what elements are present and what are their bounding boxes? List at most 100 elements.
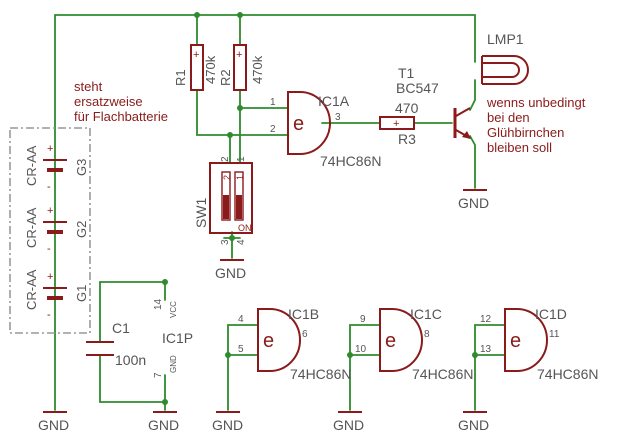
r1-value: 470k — [203, 55, 218, 84]
vcc-pin-number: 14 — [153, 298, 164, 310]
pin-label: 5 — [238, 344, 244, 355]
gate-symbol: e — [385, 330, 396, 352]
gnd-pin-number: 7 — [153, 372, 164, 378]
gate-type: 74HC86N — [412, 366, 473, 382]
resistor-r3: + 470 R3 — [379, 100, 419, 147]
r3-value: 470 — [395, 100, 419, 116]
battery-cell-g3: + - CR-AA G3 — [24, 143, 89, 193]
resistor-r2: + R2 470k — [218, 44, 265, 91]
battery-outline — [9, 127, 91, 334]
battery-note-line-1: steht — [74, 79, 103, 94]
lamp-note-line-1: wenns unbedingt — [486, 95, 586, 110]
capacitor-name: C1 — [112, 320, 130, 336]
junction-dot — [194, 12, 200, 18]
minus-sign: - — [47, 181, 51, 193]
junction-dot — [237, 105, 243, 111]
lamp-note-line-3: Glühbirnchen — [487, 125, 564, 140]
pin-label: 11 — [549, 329, 560, 340]
gate-type: 74HC86N — [320, 153, 381, 169]
minus-sign: - — [47, 309, 51, 321]
pin-label: 4 — [238, 314, 244, 325]
ground-symbol-ic1d: GND — [458, 411, 489, 433]
ic1p-name: IC1P — [162, 330, 193, 346]
ground-label: GND — [458, 417, 489, 433]
junction-dot — [225, 352, 231, 358]
switch-pin-label: 1 — [235, 175, 245, 180]
r2-value: 470k — [250, 55, 265, 84]
battery-note-line-2: ersatzweise — [74, 94, 143, 109]
power-pins-ic1p: 14 VCC IC1P 7 GND — [153, 298, 193, 378]
cell-name: G2 — [74, 221, 89, 238]
battery-cell-g1: + - CR-AA G1 — [24, 269, 89, 321]
plus-sign: + — [193, 49, 199, 61]
ic1d-in-wire — [474, 324, 506, 411]
ic1p-gnd-wire — [99, 374, 166, 403]
ground-symbol-transistor: GND — [458, 189, 489, 211]
pin-label: 1 — [270, 97, 276, 108]
lamp-lmp1: LMP1 wenns unbedingt bei den Glühbirnche… — [481, 31, 586, 155]
gate-name: IC1A — [318, 93, 350, 109]
ic1b-in-wire — [227, 324, 259, 411]
collector-wire — [469, 79, 476, 111]
lamp-name: LMP1 — [487, 31, 524, 47]
r3-name: R3 — [398, 131, 416, 147]
gate-ic1c: e 9 10 8 IC1C 74HC86N — [355, 306, 473, 382]
minus-sign: - — [47, 243, 51, 255]
pin-label: 9 — [360, 314, 366, 325]
pin-label: 3 — [335, 112, 341, 123]
ground-label: GND — [333, 417, 364, 433]
transistor-name: T1 — [398, 65, 415, 81]
gate-name: IC1B — [288, 306, 319, 322]
capacitor-c1: C1 100n — [86, 320, 146, 368]
battery-cell-g2: + - CR-AA G2 — [24, 205, 89, 255]
switch-pin-label: 4 — [236, 239, 247, 245]
ground-label: GND — [212, 417, 243, 433]
capacitor-value: 100n — [115, 352, 146, 368]
junction-dot — [237, 12, 243, 18]
dip-switch-sw1: 2 1 ON 3 4 1 2 SW1 — [193, 156, 253, 245]
junction-dot — [162, 399, 168, 405]
junction-dot — [227, 132, 233, 138]
ground-label: GND — [215, 265, 246, 281]
cell-name: G1 — [74, 285, 89, 302]
gate-ic1a: e 1 2 3 IC1A 74HC86N — [270, 91, 381, 169]
cell-type: CR-AA — [24, 207, 39, 248]
ground-symbol-battery: GND — [38, 411, 69, 433]
gate-symbol: e — [293, 113, 304, 135]
battery-block: + - CR-AA G3 + - CR-AA G2 + - CR-AA G1 s… — [9, 79, 168, 334]
switch-pin-label: 2 — [220, 156, 231, 162]
pin-label: 8 — [424, 329, 430, 340]
junctions — [162, 12, 478, 405]
gate-name: IC1D — [535, 306, 567, 322]
pin-label: 6 — [302, 329, 308, 340]
switch-pin-label: 1 — [236, 156, 247, 162]
ground-symbol-ic1p: GND — [148, 411, 179, 433]
ic1c-in-wire — [349, 324, 381, 411]
gate-type: 74HC86N — [290, 366, 351, 382]
vcc-pin-label: VCC — [169, 301, 178, 318]
r1-name: R1 — [173, 69, 188, 86]
gate-name: IC1C — [410, 306, 442, 322]
vcc-wire — [99, 281, 166, 301]
plus-sign: + — [47, 271, 53, 283]
ground-symbol-ic1c: GND — [333, 411, 364, 433]
switch-pin-label: 3 — [220, 239, 231, 245]
junction-dot — [229, 235, 235, 241]
junction-dot — [472, 352, 478, 358]
ground-label: GND — [458, 195, 489, 211]
plus-sign: + — [47, 205, 53, 217]
lamp-note-line-4: bleiben soll — [487, 140, 552, 155]
gnd-pin-label: GND — [169, 355, 178, 373]
switch-on-label: ON — [238, 223, 252, 233]
cell-name: G3 — [74, 159, 89, 176]
resistor-r1: + R1 470k — [173, 44, 218, 91]
emitter-wire — [469, 135, 476, 189]
plus-sign: + — [393, 118, 399, 130]
junction-dot — [162, 279, 168, 285]
top-rail-wire — [54, 14, 476, 63]
battery-note-line-3: für Flachbatterie — [74, 109, 168, 124]
gate-ic1d: e 12 13 11 IC1D 74HC86N — [480, 306, 598, 382]
wires — [54, 14, 506, 411]
cell-type: CR-AA — [24, 269, 39, 310]
